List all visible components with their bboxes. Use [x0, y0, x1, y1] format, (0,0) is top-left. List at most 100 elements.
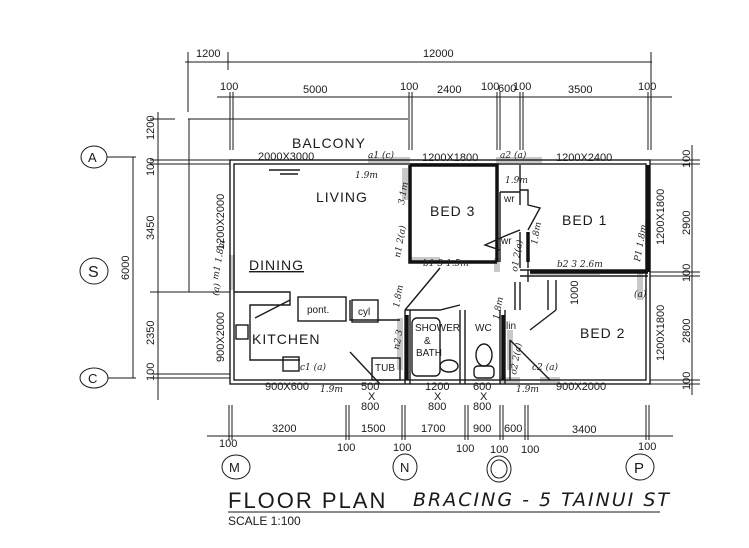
- dim: 100: [337, 442, 355, 454]
- dim: 2900: [681, 211, 693, 235]
- room-kitchen: KITCHEN: [252, 331, 320, 347]
- opening-size: 800: [428, 401, 446, 413]
- dim: 100: [681, 264, 693, 282]
- dim: 1500: [361, 423, 385, 435]
- annotation: (a): [210, 282, 223, 297]
- room-living: LIVING: [316, 189, 368, 205]
- room-bath: BATH: [416, 348, 442, 359]
- room-bed3: BED 3: [430, 203, 475, 219]
- annotation: a2 (a): [500, 150, 527, 161]
- annotation: 3.1m: [397, 181, 411, 205]
- annotation: 1.9m: [516, 385, 539, 395]
- grid-bubble-c: C: [88, 371, 97, 386]
- opening-size: 900X600: [265, 381, 309, 393]
- dim: 900: [473, 423, 491, 435]
- room-balcony: BALCONY: [292, 135, 366, 151]
- annotation: (a): [634, 289, 647, 300]
- room-dining: DINING: [249, 257, 304, 273]
- opening-size: 800: [473, 401, 491, 413]
- dim-12000: 12000: [423, 48, 454, 60]
- dim: 1700: [421, 423, 445, 435]
- dim-6000: 6000: [120, 256, 132, 280]
- grid-bubble-n: N: [400, 460, 409, 475]
- dim: 1200: [145, 116, 157, 140]
- opening-size: 1000: [569, 281, 581, 305]
- annotation: n1 2(a): [392, 224, 409, 258]
- room-bed1: BED 1: [562, 212, 607, 228]
- opening-size: 1200X2000: [215, 194, 227, 250]
- annotation: b2 3 2.6m: [557, 260, 603, 270]
- grid-bubbles: A S C M N O P: [79, 145, 655, 483]
- dim: 5000: [303, 84, 327, 96]
- annotation: 1.9m: [355, 171, 378, 181]
- dim: 100: [513, 81, 531, 93]
- dim: 100: [456, 443, 474, 455]
- balcony-outline: [188, 118, 408, 293]
- opening-size: 1200X1800: [422, 152, 478, 164]
- opening-size: 1200: [425, 381, 449, 393]
- dim: 100: [145, 363, 157, 381]
- walls: [229, 159, 651, 385]
- grid-bubble-m: M: [229, 460, 240, 475]
- room-wc: WC: [475, 323, 492, 334]
- dim: 100: [393, 442, 411, 454]
- opening-labels: 2000X3000 1200X1800 1200X2400 1200X2000 …: [215, 151, 667, 413]
- opening-size: 900X2000: [556, 381, 606, 393]
- dim: 100: [681, 150, 693, 168]
- dim: 100: [638, 81, 656, 93]
- dim: 100: [220, 81, 238, 93]
- plan-title: FLOOR PLAN: [228, 488, 387, 513]
- opening-size: 500: [361, 381, 379, 393]
- opening-size: 2000X3000: [258, 151, 314, 163]
- annotation: n2 3: [392, 329, 405, 351]
- annotation: 1.8m: [492, 296, 506, 320]
- annotation: b1 3 1.5m: [423, 259, 469, 269]
- annotation: c2 (a): [532, 362, 559, 373]
- annotation: 1.9m: [320, 385, 343, 395]
- opening-size: 900X2000: [215, 312, 227, 362]
- grid-bubble-o: O: [495, 472, 496, 474]
- annotation: a1 (c): [368, 150, 395, 161]
- room-amp: &: [424, 336, 431, 347]
- annotation: 1.9m: [505, 176, 528, 186]
- room-labels: BALCONY LIVING DINING KITCHEN BED 3 BED …: [249, 135, 625, 374]
- dim: 100: [145, 158, 157, 176]
- plan-subtitle: BRACING - 5 TAINUI ST: [413, 489, 671, 511]
- dim: 2350: [145, 321, 157, 345]
- dim: 600: [498, 83, 516, 95]
- grid-bubble-s: S: [88, 264, 99, 281]
- room-pantry: pont.: [307, 305, 329, 316]
- power-point-icon: [235, 324, 249, 340]
- annotation: o1 2(a): [509, 238, 525, 272]
- dim: 2400: [437, 84, 461, 96]
- dim: 100: [219, 438, 237, 450]
- dim: 100: [400, 81, 418, 93]
- dim: 100: [521, 444, 539, 456]
- opening-size: 600: [473, 381, 491, 393]
- annotation: c1 (a): [300, 362, 327, 373]
- annotation: 1.8m: [530, 221, 544, 245]
- room-bed2: BED 2: [580, 325, 625, 341]
- dim: 100: [638, 441, 656, 453]
- room-shower: SHOWER: [415, 323, 460, 334]
- opening-size: X: [434, 391, 442, 403]
- right-dimensions: 100 2900 100 2800 100: [650, 145, 700, 395]
- cooktop-icon: [282, 356, 300, 372]
- dim: 2800: [681, 319, 693, 343]
- plan-scale: SCALE 1:100: [228, 514, 301, 528]
- dim: 3400: [572, 424, 596, 436]
- dim-1200: 1200: [196, 48, 220, 60]
- dim: 100: [481, 81, 499, 93]
- room-wardrobe: wr: [500, 236, 512, 247]
- opening-size: X: [480, 391, 488, 403]
- opening-size: 1200X2400: [556, 152, 612, 164]
- dim: 3500: [568, 84, 592, 96]
- room-linen: lin: [506, 321, 516, 332]
- dim: 3450: [145, 216, 157, 240]
- room-cylinder: cyl: [358, 307, 370, 318]
- dim: 100: [681, 372, 693, 390]
- grid-bubble-p: P: [634, 460, 644, 477]
- left-dimensions: 1200 100 3450 2350 100 6000: [118, 112, 230, 400]
- opening-size: X: [368, 391, 376, 403]
- grid-bubble-a: A: [88, 150, 97, 165]
